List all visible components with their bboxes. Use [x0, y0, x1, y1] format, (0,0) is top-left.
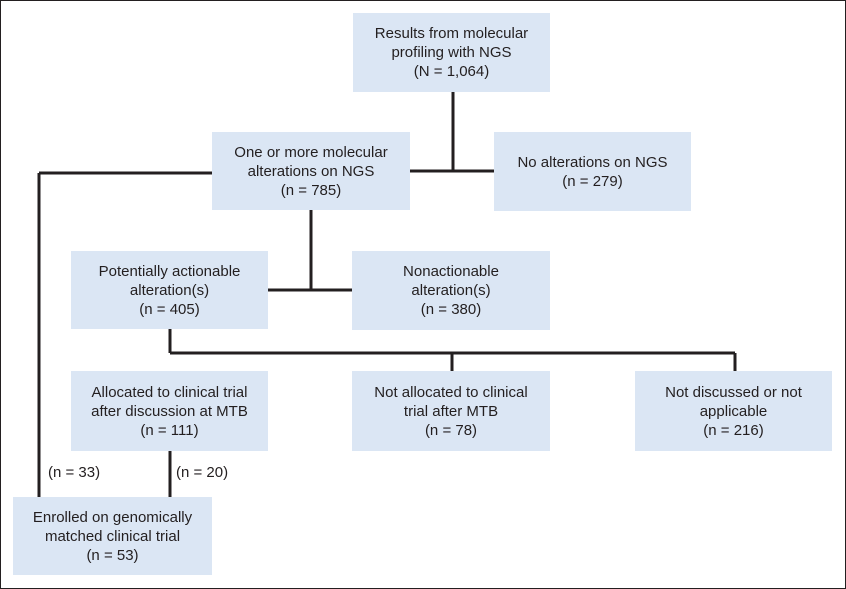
node-enrolled-line-2: matched clinical trial [44, 527, 181, 545]
node-potentially-actionable: Potentially actionable alteration(s) (n … [71, 251, 268, 329]
node-allocated-line-2: after discussion at MTB [91, 402, 248, 420]
node-not-allocated-line-3: (n = 78) [424, 421, 478, 439]
node-not-discussed-line-3: (n = 216) [703, 421, 764, 439]
node-one-or-more-line-3: (n = 785) [280, 181, 342, 199]
node-nonactionable: Nonactionable alteration(s) (n = 380) [352, 251, 550, 330]
node-no-alterations-line-1: No alterations on NGS [517, 153, 668, 171]
node-nonactionable-line-2: alteration(s) [411, 282, 491, 299]
node-results: Results from molecular profiling with NG… [353, 13, 550, 92]
node-enrolled-line-3: (n = 53) [86, 546, 139, 564]
node-allocated-line-1: Allocated to clinical trial [91, 383, 248, 401]
node-one-or-more-line-1: One or more molecular [234, 143, 388, 161]
node-not-allocated-line-1: Not allocated to clinical [374, 383, 528, 401]
node-no-alterations: No alterations on NGS (n = 279) [494, 132, 691, 211]
node-actionable-line-1: Potentially actionable [98, 262, 241, 280]
node-one-or-more-alterations: One or more molecular alterations on NGS… [212, 132, 410, 210]
node-one-or-more-line-2: alterations on NGS [247, 162, 375, 180]
node-results-line-3: (N = 1,064) [413, 63, 490, 80]
node-not-allocated-line-2: trial after MTB [403, 402, 499, 420]
node-enrolled: Enrolled on genomically matched clinical… [13, 497, 212, 575]
edge-label-allocated-to-enrolled: (n = 20) [176, 464, 229, 481]
node-results-line-2: profiling with NGS [391, 44, 512, 61]
node-not-discussed-line-1: Not discussed or not [665, 383, 802, 401]
node-not-discussed-line-2: applicable [699, 402, 768, 420]
node-actionable-line-3: (n = 405) [139, 300, 200, 318]
node-no-alterations-line-2: (n = 279) [562, 172, 623, 190]
node-allocated-line-3: (n = 111) [140, 421, 199, 439]
node-not-allocated: Not allocated to clinical trial after MT… [352, 371, 550, 451]
node-enrolled-line-1: Enrolled on genomically [32, 508, 193, 526]
node-nonactionable-line-3: (n = 380) [420, 301, 482, 318]
node-allocated-to-trial: Allocated to clinical trial after discus… [71, 371, 268, 451]
node-actionable-line-2: alteration(s) [129, 281, 210, 299]
node-not-discussed: Not discussed or not applicable (n = 216… [635, 371, 832, 451]
node-results-line-1: Results from molecular [374, 25, 529, 42]
node-nonactionable-line-1: Nonactionable [403, 263, 499, 280]
edge-label-direct-to-enrolled: (n = 33) [48, 464, 101, 481]
